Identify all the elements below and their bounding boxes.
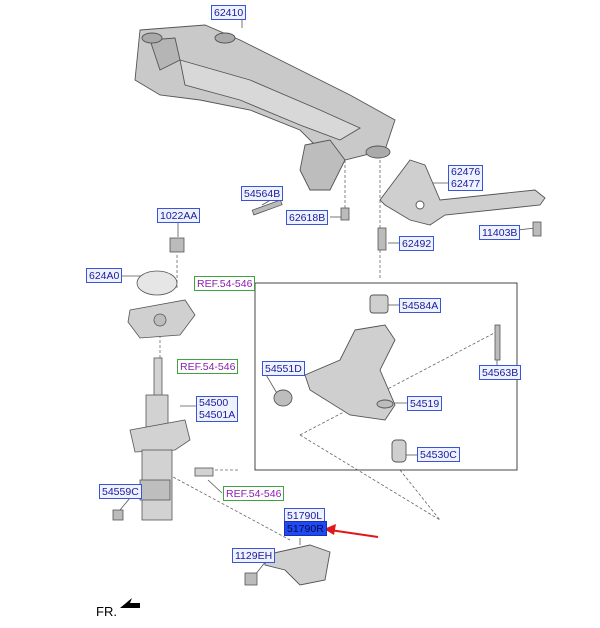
- lower-control-arm: [273, 294, 407, 463]
- callout-54519[interactable]: 54519: [407, 396, 443, 411]
- callout-62476: 62476: [451, 166, 481, 178]
- callout-62492[interactable]: 62492: [399, 236, 435, 251]
- ref-link-3[interactable]: REF.54-546: [223, 486, 285, 501]
- callout-54500: 54500: [199, 397, 229, 409]
- mounting-bracket: [264, 544, 331, 586]
- callout-54551D[interactable]: 54551D: [262, 361, 305, 376]
- subframe-crossmember: [134, 24, 396, 191]
- front-direction-arrow-icon: [120, 598, 140, 608]
- callout-51790R-selected[interactable]: 51790R: [284, 521, 327, 536]
- callout-62477: 62477: [451, 177, 481, 190]
- callout-624A0[interactable]: 624A0: [86, 268, 123, 283]
- ref-link-2[interactable]: REF.54-546: [177, 359, 239, 374]
- callout-54559C[interactable]: 54559C: [99, 484, 142, 499]
- callout-54584A[interactable]: 54584A: [399, 298, 442, 313]
- callout-62476-62477[interactable]: 62476 62477: [448, 165, 484, 191]
- callout-54563B[interactable]: 54563B: [479, 365, 522, 380]
- callout-54500-54501A[interactable]: 54500 54501A: [196, 396, 239, 422]
- callout-62618B[interactable]: 62618B: [286, 210, 329, 225]
- callout-54530C[interactable]: 54530C: [417, 447, 460, 462]
- callout-11403B[interactable]: 11403B: [479, 225, 521, 240]
- red-pointer-arrow: [324, 524, 379, 538]
- callout-54564B[interactable]: 54564B: [241, 186, 284, 201]
- strut-top-mount: [127, 270, 196, 339]
- tie-bar-bracket: [379, 159, 546, 226]
- bolts: [112, 199, 542, 586]
- callout-54501A: 54501A: [199, 408, 236, 421]
- callout-62410[interactable]: 62410: [211, 5, 247, 20]
- front-direction-label: FR.: [96, 604, 117, 619]
- strut-assembly: [129, 357, 214, 521]
- callout-1129EH[interactable]: 1129EH: [232, 548, 276, 563]
- ref-link-1[interactable]: REF.54-546: [194, 276, 256, 291]
- callout-1022AA[interactable]: 1022AA: [157, 208, 201, 223]
